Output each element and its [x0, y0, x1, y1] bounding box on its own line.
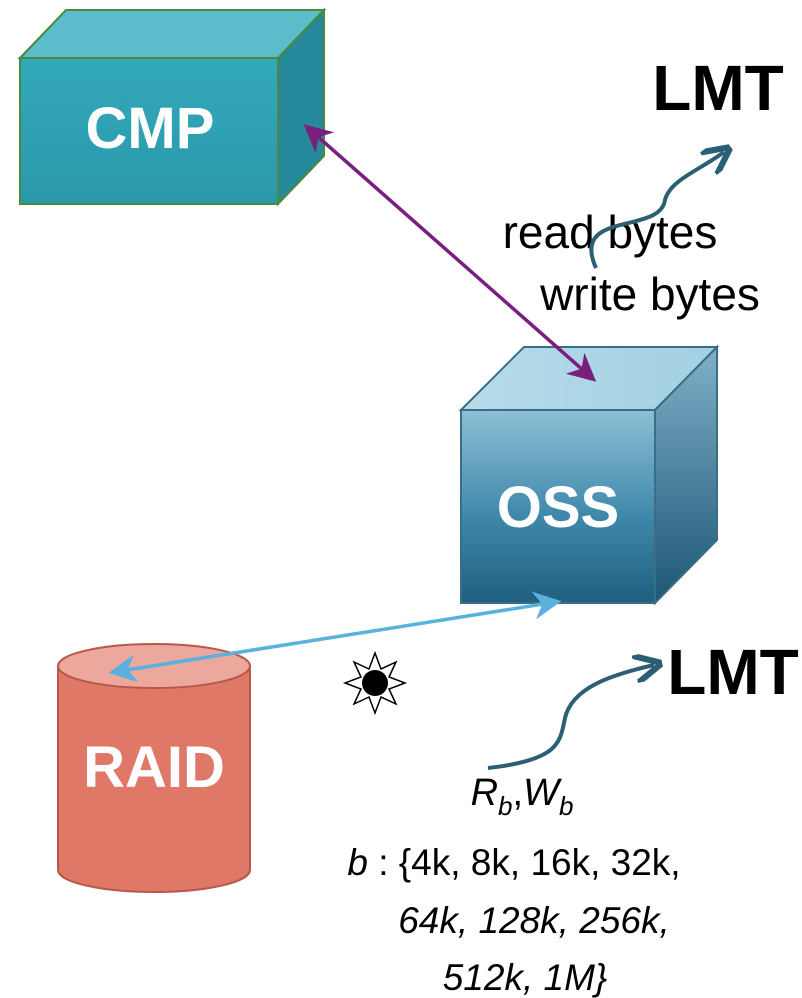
lmt-bottom-arrow — [487, 665, 654, 770]
block-size-line1: b : {4k, 8k, 16k, 32k, — [347, 842, 680, 883]
sun-icon — [342, 650, 408, 716]
lmt-bottom-label: LMT — [667, 636, 799, 708]
b-var: b — [347, 842, 368, 883]
b-set-line1: : {4k, 8k, 16k, 32k, — [368, 842, 681, 883]
raid-label: RAID — [83, 735, 225, 800]
read-bytes-label: read bytes — [503, 206, 718, 258]
oss-label: OSS — [497, 475, 620, 540]
block-size-line3: 512k, 1M} — [443, 957, 608, 998]
rb-wb-label: Rb,Wb — [471, 772, 574, 821]
lmt-top-arrow — [589, 152, 724, 269]
cmp-node: CMP — [17, 7, 327, 207]
cmp-label: CMP — [86, 96, 215, 161]
raid-oss-arrow — [108, 591, 562, 683]
rb-sub: b — [498, 791, 512, 821]
rb-comma: , — [513, 772, 524, 814]
raid-node: RAID — [57, 643, 251, 893]
block-size-line2: 64k, 128k, 256k, — [398, 900, 670, 941]
lmt-top-label: LMT — [652, 52, 784, 124]
wb-sub: b — [559, 791, 573, 821]
rb-r: R — [471, 772, 498, 814]
write-bytes-label: write bytes — [539, 268, 760, 320]
wb-w: W — [523, 772, 562, 814]
oss-node: OSS — [458, 344, 720, 606]
cmp-oss-arrow — [303, 124, 597, 382]
